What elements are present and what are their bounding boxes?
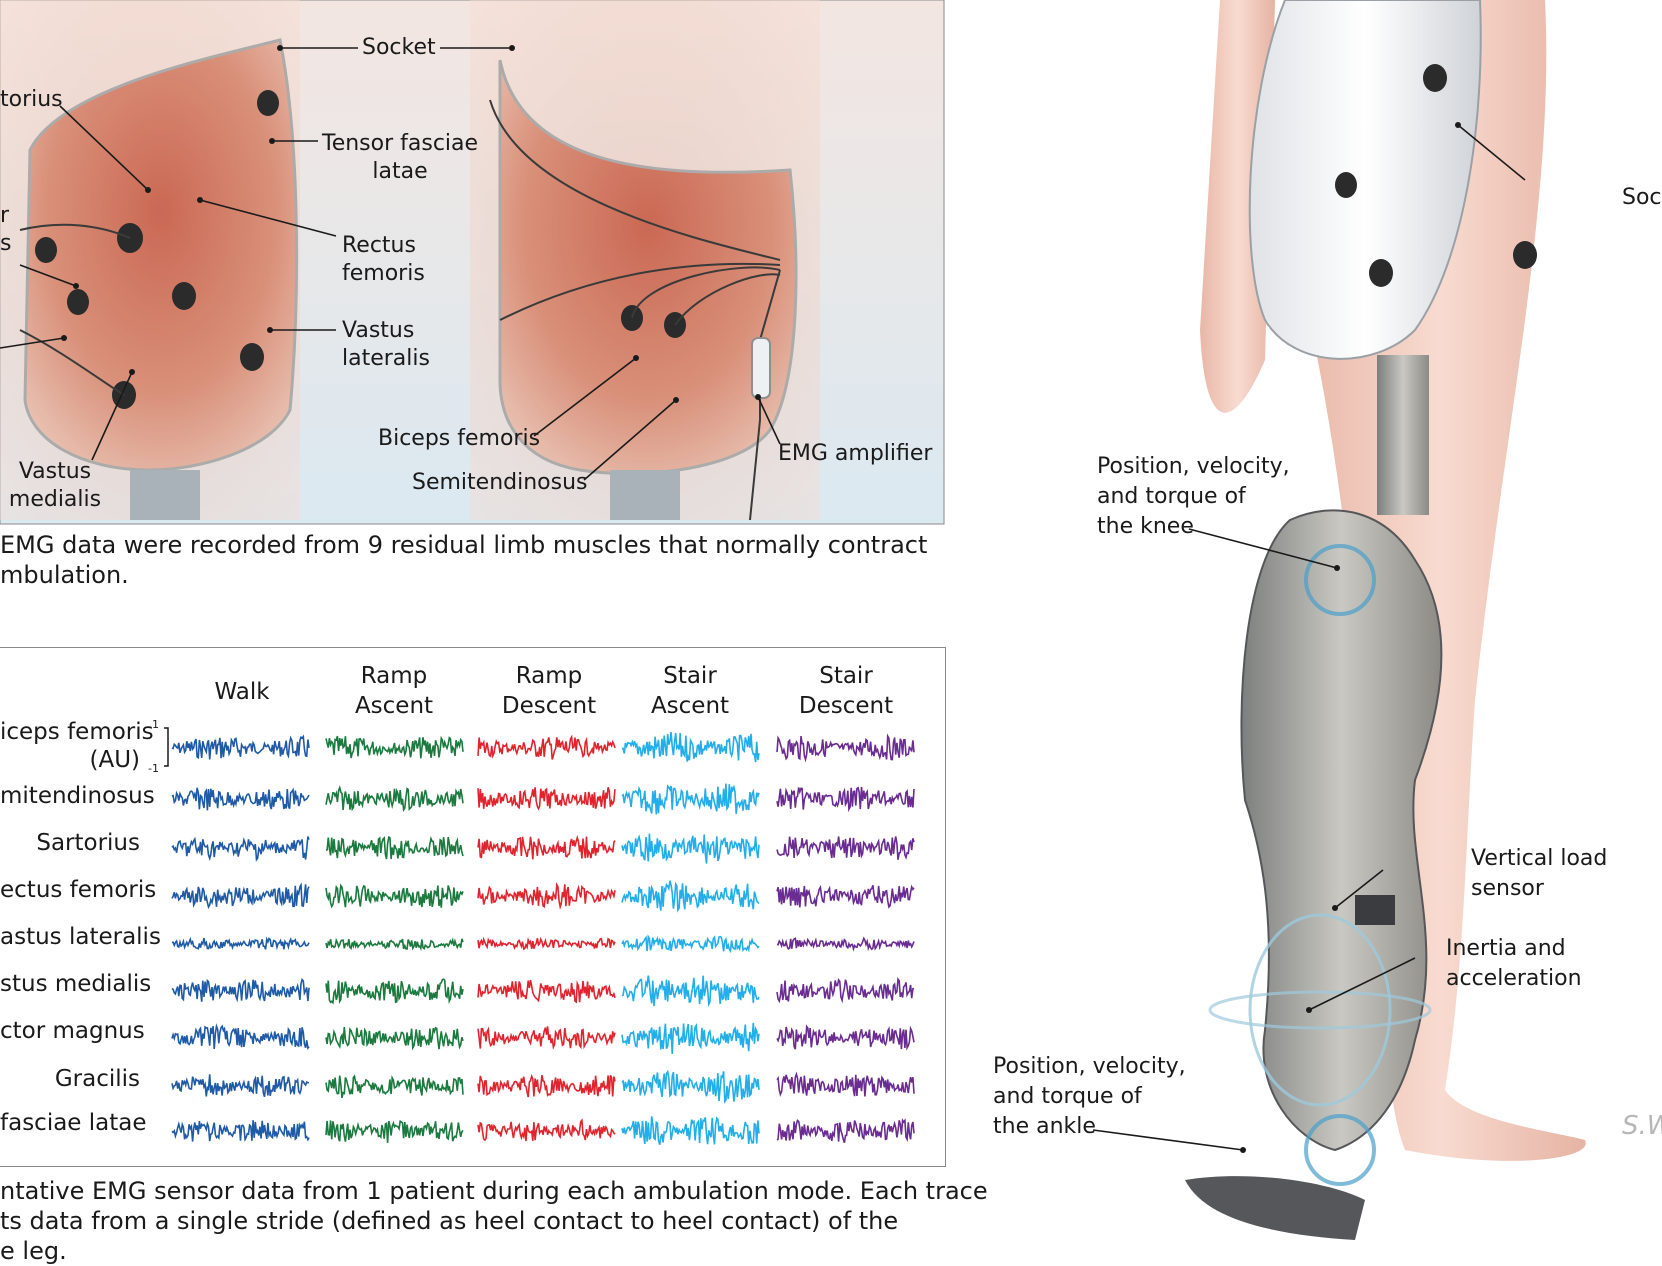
emg-trace-r1-c1 bbox=[325, 784, 464, 813]
emg-trace-r0-c0 bbox=[171, 734, 310, 760]
muscle-label-2: Sartorius bbox=[36, 830, 140, 856]
emg-trace-r2-c0 bbox=[171, 836, 310, 862]
emg-trace-r4-c0 bbox=[172, 936, 310, 951]
label-adductor-partial: r s bbox=[0, 203, 12, 256]
emg-trace-r8-c2 bbox=[477, 1118, 616, 1142]
emg-trace-r0-c2 bbox=[477, 734, 616, 760]
emg-trace-r1-c4 bbox=[776, 786, 915, 813]
emg-trace-r2-c3 bbox=[621, 833, 760, 864]
socket-anatomy-illustration bbox=[0, 0, 945, 525]
emg-trace-r5-c2 bbox=[477, 979, 616, 1004]
emg-trace-r7-c0 bbox=[171, 1074, 310, 1098]
emg-trace-r7-c4 bbox=[776, 1071, 915, 1097]
emg-trace-r6-c3 bbox=[621, 1022, 760, 1054]
emg-trace-r3-c2 bbox=[477, 881, 616, 910]
muscle-label-0: iceps femoris (AU) bbox=[0, 719, 154, 773]
emg-trace-r1-c3 bbox=[621, 783, 760, 815]
emg-trace-r6-c1 bbox=[325, 1026, 464, 1051]
emg-trace-r5-c4 bbox=[776, 977, 915, 1004]
label-socket-side: Soc bbox=[1622, 185, 1662, 210]
emg-amplifier-box bbox=[751, 337, 771, 399]
prosthetic-knee-shank bbox=[1240, 509, 1443, 1152]
label-ankle: Position, velocity, and torque of the an… bbox=[993, 1054, 1186, 1139]
emg-trace-r3-c1 bbox=[325, 883, 464, 909]
prosthetic-socket-shape bbox=[1248, 0, 1482, 360]
emg-trace-r5-c1 bbox=[325, 978, 464, 1005]
emg-trace-r1-c2 bbox=[477, 787, 616, 811]
artist-signature: S.W bbox=[1622, 1111, 1662, 1141]
scale-top-tick: 1 bbox=[152, 718, 159, 731]
muscle-label-8: fasciae latae bbox=[0, 1110, 147, 1136]
emg-trace-r0-c1 bbox=[325, 735, 464, 759]
caption-panel-a: EMG data were recorded from 9 residual l… bbox=[0, 531, 928, 589]
emg-trace-r7-c1 bbox=[325, 1074, 464, 1099]
emg-trace-r3-c0 bbox=[171, 882, 310, 910]
label-vastus-lateralis: Vastus lateralis bbox=[342, 318, 430, 371]
emg-trace-r7-c3 bbox=[621, 1069, 760, 1104]
back-socket-shape bbox=[498, 59, 798, 476]
emg-trace-r4-c1 bbox=[325, 937, 464, 952]
emg-trace-r5-c3 bbox=[621, 975, 760, 1008]
label-sartorius: torius bbox=[0, 87, 63, 112]
emg-trace-r6-c0 bbox=[171, 1023, 310, 1050]
emg-trace-r4-c4 bbox=[776, 936, 915, 952]
emg-trace-r8-c3 bbox=[621, 1116, 760, 1145]
emg-trace-r8-c0 bbox=[171, 1120, 310, 1143]
emg-trace-r0-c3 bbox=[621, 731, 760, 763]
label-rectus-femoris: Rectus femoris bbox=[342, 233, 425, 286]
label-vertical-load-sensor: Vertical load sensor bbox=[1471, 846, 1608, 901]
prosthetic-leg-illustration bbox=[1092, 0, 1586, 1240]
label-vastus-medialis: Vastus medialis bbox=[8, 459, 102, 512]
emg-trace-r7-c2 bbox=[477, 1073, 616, 1098]
scale-bottom-tick: -1 bbox=[148, 762, 159, 775]
emg-trace-r2-c4 bbox=[776, 836, 915, 860]
label-semitendinosus: Semitendinosus bbox=[412, 470, 588, 495]
emg-trace-r1-c0 bbox=[171, 787, 310, 811]
label-tensor-fasciae-latae: Tensor fasciae latae bbox=[322, 131, 479, 184]
label-inertia-acceleration: Inertia and acceleration bbox=[1446, 936, 1582, 991]
mode-ramp-descent: Ramp Descent bbox=[501, 663, 597, 719]
emg-trace-r8-c4 bbox=[776, 1118, 915, 1144]
emg-trace-r4-c2 bbox=[477, 936, 616, 951]
emg-traces-svg bbox=[164, 727, 915, 1145]
muscle-label-3: ectus femoris bbox=[0, 877, 157, 903]
mode-stair-ascent: Stair Ascent bbox=[650, 663, 730, 719]
mode-stair-descent: Stair Descent bbox=[798, 663, 894, 719]
emg-trace-r0-c4 bbox=[776, 733, 915, 763]
muscle-label-5: stus medialis bbox=[0, 971, 152, 997]
emg-trace-r4-c3 bbox=[621, 934, 760, 954]
label-biceps-femoris: Biceps femoris bbox=[378, 426, 541, 451]
caption-panel-b: ntative EMG sensor data from 1 patient d… bbox=[0, 1177, 988, 1265]
muscle-label-6: ctor magnus bbox=[0, 1018, 145, 1044]
muscle-label-1: mitendinosus bbox=[0, 783, 155, 809]
emg-trace-r3-c3 bbox=[621, 880, 760, 913]
label-emg-amplifier: EMG amplifier bbox=[778, 441, 933, 466]
mode-walk: Walk bbox=[214, 679, 270, 705]
emg-trace-r2-c2 bbox=[477, 834, 616, 860]
mode-ramp-ascent: Ramp Ascent bbox=[354, 663, 434, 719]
label-knee: Position, velocity, and torque of the kn… bbox=[1097, 454, 1290, 539]
emg-trace-r8-c1 bbox=[325, 1120, 464, 1143]
muscle-label-4: astus lateralis bbox=[0, 924, 161, 950]
emg-trace-r5-c0 bbox=[171, 977, 310, 1003]
emg-trace-r6-c4 bbox=[776, 1024, 915, 1051]
label-socket-front: Socket bbox=[362, 35, 436, 60]
muscle-label-7: Gracilis bbox=[54, 1066, 140, 1092]
emg-trace-r3-c4 bbox=[776, 884, 915, 909]
emg-trace-r6-c2 bbox=[477, 1026, 616, 1050]
emg-trace-r2-c1 bbox=[325, 835, 464, 860]
scale-bar bbox=[164, 727, 169, 767]
